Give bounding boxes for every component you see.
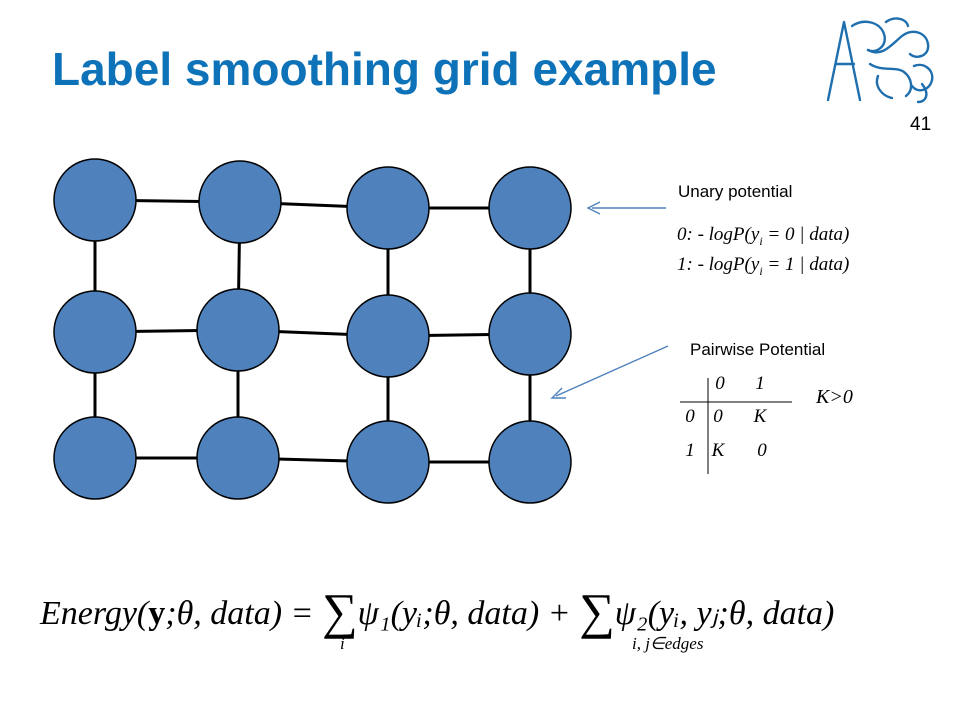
- k-condition: K>0: [816, 386, 853, 408]
- grid-node: [196, 416, 280, 500]
- unary-formula-1-prefix: 1: - logP(y: [677, 254, 760, 275]
- energy-equation: Energy(y;θ, data) = ∑ψ₁(yᵢ;θ, data) + ∑ψ…: [40, 578, 940, 658]
- grid-node: [53, 416, 137, 500]
- sum-index-2: i, j∈edges: [632, 634, 704, 653]
- energy-term-1: ψ₁(yᵢ;θ, data) +: [357, 595, 580, 632]
- grid-node: [346, 166, 430, 250]
- sum-symbol-1: ∑: [322, 583, 358, 639]
- matrix-col-header: 1: [755, 373, 765, 394]
- energy-lhs-rest: ;θ, data) =: [165, 595, 322, 632]
- unary-formula-0-sub: i: [759, 233, 763, 248]
- unary-formula-0-prefix: 0: - logP(y: [677, 224, 760, 245]
- unary-potential-heading: Unary potential: [678, 182, 793, 201]
- grid-node: [488, 420, 572, 504]
- energy-term-2: ψ₂(yᵢ, yⱼ;θ, data): [614, 595, 835, 632]
- grid-node: [346, 294, 430, 378]
- matrix-row-header: 0: [685, 406, 695, 427]
- matrix-cell: 0: [757, 440, 767, 461]
- unary-formula-label-0: 0: - logP(yi = 0 | data): [677, 224, 849, 249]
- slide-number: 41: [910, 114, 932, 135]
- pairwise-potential-heading: Pairwise Potential: [690, 340, 826, 359]
- sum-symbol-2: ∑: [579, 583, 615, 639]
- ctu-lion-logo-icon: [826, 17, 934, 104]
- grid-node: [346, 420, 430, 504]
- grid-node: [53, 158, 137, 242]
- sum-index-1: i: [340, 634, 345, 653]
- page-title: Label smoothing grid example: [52, 43, 717, 95]
- grid-node: [196, 288, 280, 372]
- grid-edges: [93, 198, 532, 464]
- matrix-cell: 0: [713, 406, 723, 427]
- matrix-col-header: 0: [715, 373, 725, 394]
- energy-lhs: Energy(: [40, 595, 149, 632]
- unary-formula-1-suffix: = 1 | data): [762, 254, 850, 275]
- grid-node: [53, 290, 137, 374]
- unary-formula-label-1: 1: - logP(yi = 1 | data): [677, 254, 849, 279]
- grid-node: [488, 292, 572, 376]
- unary-formula-0-suffix: = 0 | data): [762, 224, 850, 245]
- matrix-row-header: 1: [685, 440, 695, 461]
- energy-main-line: Energy(y;θ, data) = ∑ψ₁(yᵢ;θ, data) + ∑ψ…: [40, 578, 835, 639]
- matrix-cell: K: [711, 440, 725, 461]
- unary-formula-1-sub: i: [759, 263, 763, 278]
- grid-node: [198, 160, 282, 244]
- grid-node: [488, 166, 572, 250]
- matrix-cell: K: [753, 406, 767, 427]
- grid-nodes: [53, 158, 572, 504]
- energy-y-bold: y: [148, 595, 166, 632]
